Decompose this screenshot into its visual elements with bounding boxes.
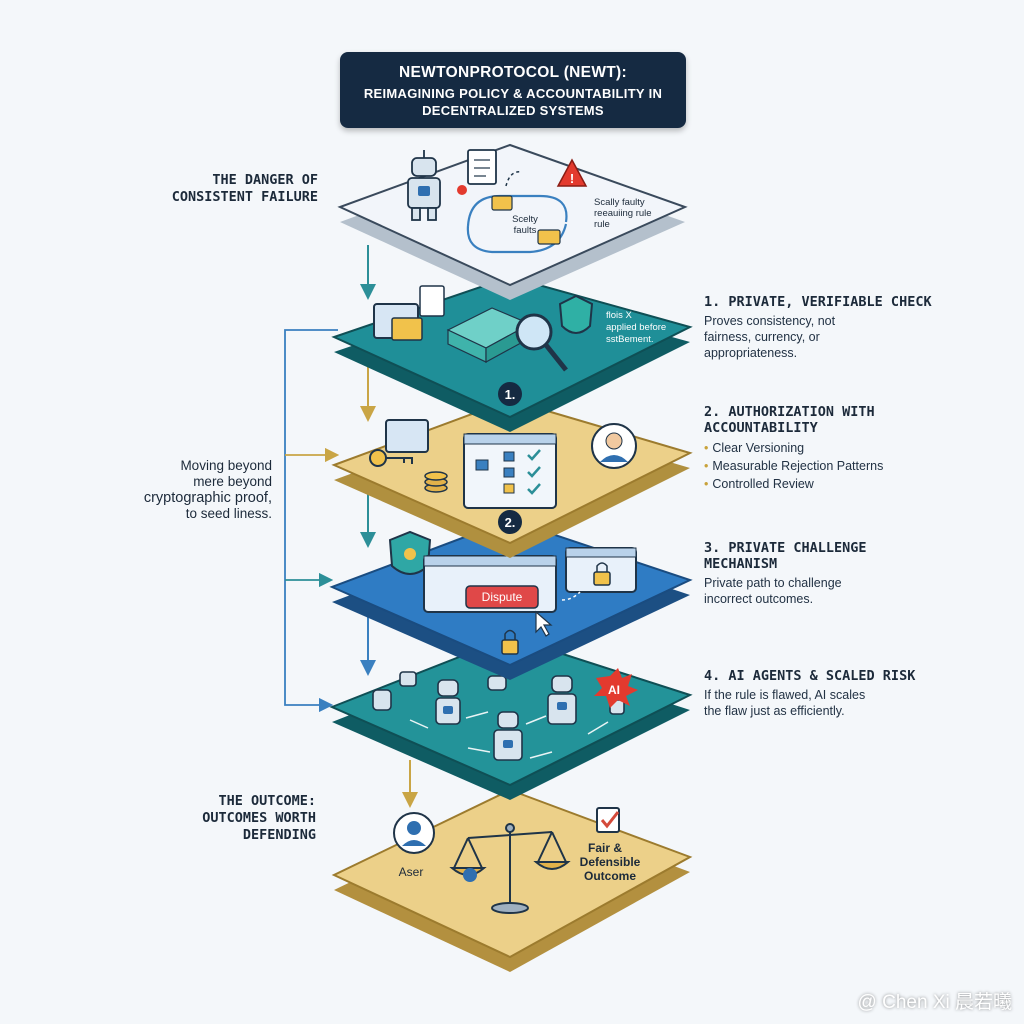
list-item: •Clear Versioning (704, 439, 1004, 457)
robot-icon (372, 671, 625, 761)
checklist-icon (596, 807, 620, 833)
fair-label-line1: Fair & (588, 841, 622, 855)
shield-icon (388, 530, 432, 575)
panel1-body-line1: Proves consistency, not (704, 314, 836, 328)
layer-authorization: 2. (331, 398, 693, 558)
title-banner: NEWTONPROTOCOL (NEWT): REIMAGINING POLIC… (340, 52, 686, 128)
dispute-button-text: Dispute (482, 590, 523, 604)
step-badge-1 (498, 382, 522, 406)
check-note-line2: applied before (606, 322, 666, 333)
panel2-heading-line1: 2. AUTHORIZATION WITH (704, 404, 875, 420)
panel4-body-line1: If the rule is flawed, AI scales (704, 688, 866, 702)
panel3-heading: 3. PRIVATE CHALLENGE MECHANISM (704, 540, 1004, 572)
document-icon (385, 419, 429, 453)
rule-document-icon (467, 149, 497, 185)
panel4-body: If the rule is flawed, AI scales the fla… (704, 687, 1004, 719)
cursor-icon (535, 610, 553, 637)
danger-label: THE DANGER OF CONSISTENT FAILURE (150, 172, 318, 206)
step-badge-1-text: 1. (505, 387, 516, 402)
panel2-item-3: Controlled Review (712, 477, 814, 491)
bullet-icon: • (704, 441, 709, 455)
step-badge-2 (498, 510, 522, 534)
top-note-line1: Scally faulty (594, 197, 645, 208)
paper-icon (419, 285, 445, 317)
top-center-line2: faults (514, 225, 537, 236)
panel-authorization: 2. AUTHORIZATION WITH ACCOUNTABILITY •Cl… (704, 404, 1004, 493)
warning-icon (556, 158, 588, 187)
panel1-body: Proves consistency, not fairness, curren… (704, 313, 1004, 361)
bullet-icon: • (704, 477, 709, 491)
panel2-heading-line2: ACCOUNTABILITY (704, 420, 818, 436)
fair-label-line3: Outcome (584, 869, 636, 883)
panel3-heading-line2: MECHANISM (704, 556, 778, 572)
panel3-heading-line1: 3. PRIVATE CHALLENGE (704, 540, 867, 556)
coins-icon (424, 471, 448, 493)
fair-label-line2: Defensible (580, 855, 641, 869)
danger-line1: THE DANGER OF (212, 172, 318, 188)
outcome-line2: OUTCOMES WORTH (202, 810, 316, 826)
layer-verifiable-check: flois X applied before sstBement. 1. (331, 275, 693, 432)
panel-private-check: 1. PRIVATE, VERIFIABLE CHECK Proves cons… (704, 294, 1004, 361)
moving-beyond-text: Moving beyond mere beyond cryptographic … (120, 458, 272, 522)
lock-icon (593, 571, 611, 586)
outcome-line3: DEFENDING (242, 827, 316, 843)
panel4-heading: 4. AI AGENTS & SCALED RISK (704, 668, 916, 684)
moving-line3: cryptographic proof, (143, 490, 272, 506)
panel4-body-line2: the flaw just as efficiently. (704, 704, 845, 718)
panel2-heading: 2. AUTHORIZATION WITH ACCOUNTABILITY (704, 404, 1004, 436)
layer-ai-agents: AI (329, 635, 693, 800)
panel2-item-2: Measurable Rejection Patterns (712, 459, 884, 473)
panel-ai-agents: 4. AI AGENTS & SCALED RISK If the rule i… (704, 668, 1004, 719)
panel3-body-line2: incorrect outcomes. (704, 592, 814, 606)
top-center-line1: Scelty (512, 214, 538, 225)
top-note-line2: reeauiing rule (594, 208, 652, 219)
outcome-label: THE OUTCOME: OUTCOMES WORTH DEFENDING (150, 793, 316, 844)
watermark: @ Chen Xi 晨若曦 (857, 992, 1012, 1013)
ai-alert-icon (594, 668, 638, 708)
panel2-item-1: Clear Versioning (712, 441, 805, 455)
moving-line2: mere beyond (193, 474, 272, 489)
user-label: Aser (399, 865, 424, 879)
check-note-line1: flois X (606, 310, 633, 321)
loop-arrow (466, 194, 568, 227)
moving-line1: Moving beyond (180, 458, 272, 473)
left-connectors (284, 245, 418, 808)
moving-line4: to seed liness. (185, 506, 272, 521)
layer-challenge: Dispute (329, 518, 693, 680)
dispute-button[interactable] (465, 585, 539, 609)
title-line2-text: REIMAGINING POLICY & ACCOUNTABILITY IN (363, 86, 663, 101)
layer-danger: Scelty faults ! Scally faulty reeauiing … (337, 143, 688, 300)
title-line3-text: DECENTRALIZED SYSTEMS (422, 103, 604, 118)
lock-icon-bottom (501, 639, 519, 655)
layer-outcome: Aser Fair & Defensible Outcome (331, 788, 693, 972)
bullet-icon: • (704, 459, 709, 473)
title-line1: NEWTONPROTOCOL (NEWT): (399, 64, 627, 81)
panel3-body-line1: Private path to challenge (704, 576, 842, 590)
panel1-body-line3: appropriateness. (704, 346, 798, 360)
list-item: •Controlled Review (704, 475, 1004, 493)
key-icon (369, 449, 413, 467)
top-note-line3: rule (594, 219, 610, 230)
magnifier-icon (515, 313, 568, 372)
danger-line2: CONSISTENT FAILURE (171, 189, 318, 205)
panel-challenge: 3. PRIVATE CHALLENGE MECHANISM Private p… (704, 540, 1004, 607)
check-note-line3: sstBement. (606, 334, 654, 345)
panel1-heading: 1. PRIVATE, VERIFIABLE CHECK (704, 294, 932, 310)
panel3-body: Private path to challenge incorrect outc… (704, 575, 1004, 607)
folder-icon (391, 317, 423, 341)
step-badge-2-text: 2. (505, 515, 516, 530)
list-item: •Measurable Rejection Patterns (704, 457, 1004, 475)
shield-check-icon (558, 294, 594, 334)
panel1-body-line2: fairness, currency, or (704, 330, 820, 344)
ai-badge-text: AI (608, 683, 620, 697)
outcome-line1: THE OUTCOME: (218, 793, 316, 809)
panel2-list: •Clear Versioning •Measurable Rejection … (704, 439, 1004, 493)
svg-text:!: ! (570, 171, 574, 186)
title-line2: REIMAGINING POLICY & ACCOUNTABILITY IN D… (340, 85, 686, 119)
